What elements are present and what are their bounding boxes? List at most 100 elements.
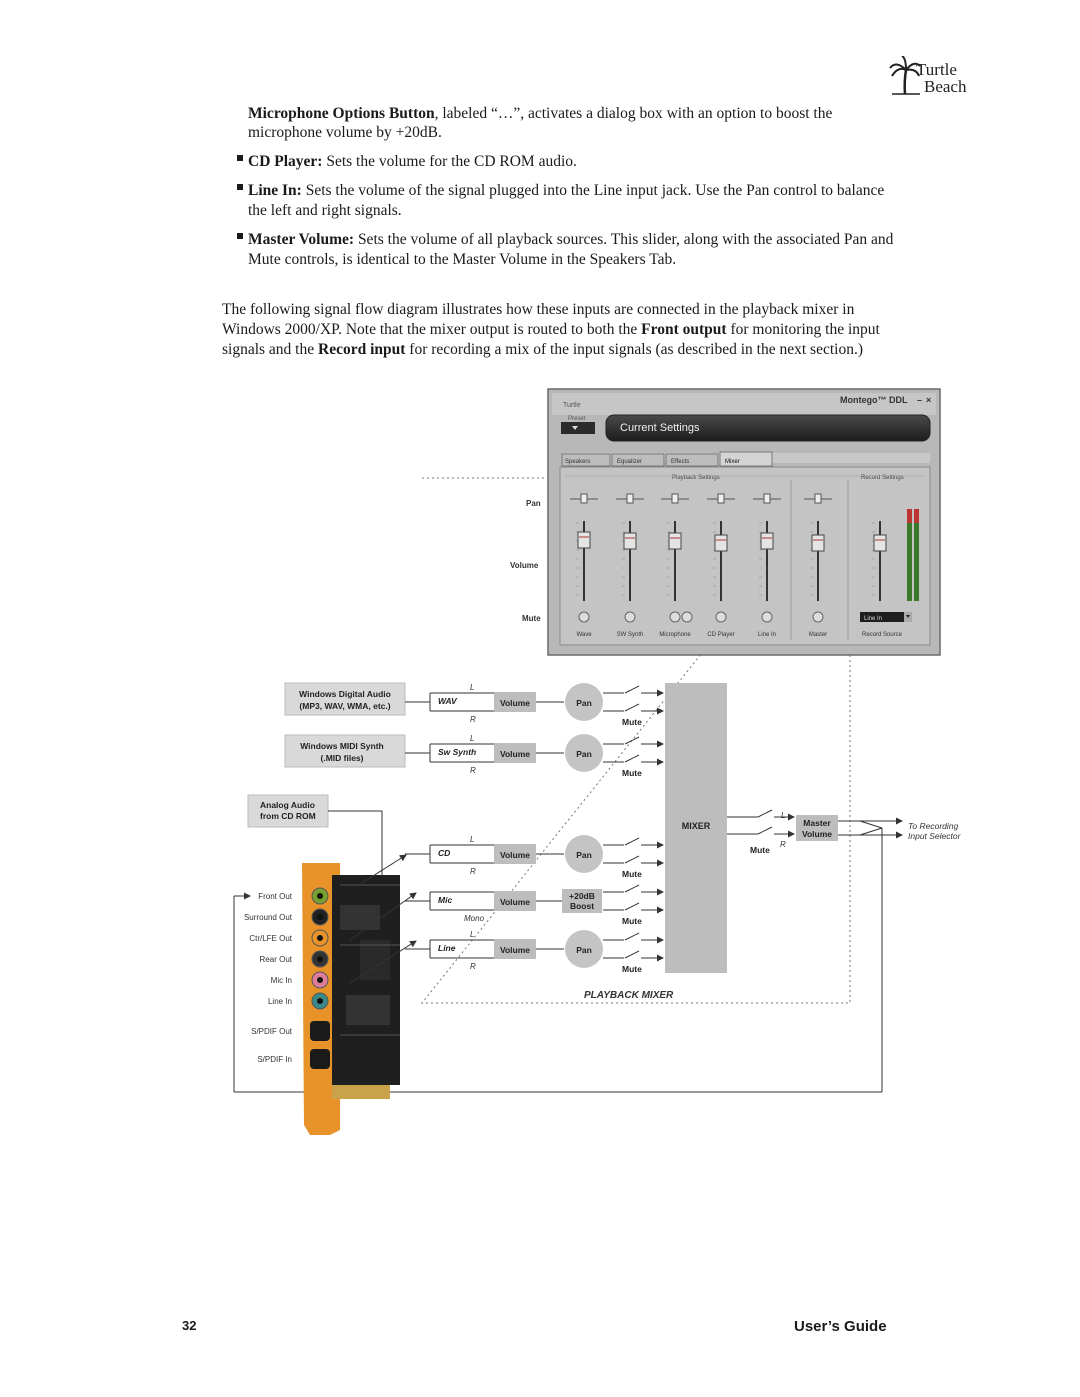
intro-text: for recording a mix of the input signals… xyxy=(405,341,863,358)
record-source-value: Line In xyxy=(864,616,882,622)
pan-slider[interactable] xyxy=(717,493,725,504)
jack-rear-out: Rear Out xyxy=(260,950,329,968)
svg-text:Speakers: Speakers xyxy=(565,459,590,465)
item-term: Microphone Options Button xyxy=(248,105,435,122)
row-label-pan: Pan xyxy=(526,499,541,508)
pan-block xyxy=(565,734,603,772)
item-mic-options: Microphone Options Button, labeled “…”, … xyxy=(248,104,832,124)
volume-block xyxy=(494,743,536,763)
item-term: Line In: xyxy=(248,182,302,199)
item-text: , labeled “…”, activates a dialog box wi… xyxy=(434,105,833,122)
tab-mixer[interactable]: Mixer xyxy=(719,451,773,467)
channel-strip-master: Master xyxy=(804,493,832,638)
tab-speakers[interactable]: Speakers xyxy=(561,453,611,467)
mute-button[interactable] xyxy=(812,611,824,623)
volume-block xyxy=(494,692,536,712)
volume-fader[interactable] xyxy=(668,532,682,550)
item-text: Sets the volume of all playback sources.… xyxy=(354,231,894,248)
channel-label: Wave xyxy=(576,632,592,638)
svg-text:Analog Audio: Analog Audio xyxy=(260,800,315,810)
cd-to-card-arrow xyxy=(361,854,407,884)
window-title: Montego™ DDL xyxy=(840,395,908,405)
jack-front-out: Front Out xyxy=(258,887,329,905)
svg-text:Volume: Volume xyxy=(500,897,530,907)
svg-text:R: R xyxy=(470,867,476,876)
channel-strip-line-in: Line In xyxy=(753,493,781,638)
lane-name: WAV xyxy=(438,696,458,706)
front-output-term: Front output xyxy=(641,321,727,338)
channel-label: Microphone xyxy=(659,632,691,638)
mute-button[interactable] xyxy=(624,611,636,623)
pan-block xyxy=(565,930,603,968)
current-settings-label: Current Settings xyxy=(620,422,700,434)
mute-button[interactable] xyxy=(761,611,773,623)
close-icon[interactable]: × xyxy=(926,395,931,405)
tab-equalizer[interactable]: Equalizer xyxy=(611,453,665,467)
svg-text:R: R xyxy=(470,766,476,775)
lane-name: Line xyxy=(438,943,456,953)
mixer-window: Turtle Montego™ DDL – × Preset Current S… xyxy=(510,388,941,656)
svg-text:L: L xyxy=(470,734,474,743)
intro-text: signals and the xyxy=(222,341,318,358)
jack-s-pdif-in: S/PDIF In xyxy=(257,1049,330,1069)
volume-fader[interactable] xyxy=(714,534,728,552)
window-logo-text: Turtle xyxy=(563,402,581,409)
level-meter-right xyxy=(914,509,919,601)
pan-block xyxy=(565,683,603,721)
svg-text:Windows MIDI Synth: Windows MIDI Synth xyxy=(300,741,384,751)
volume-fader[interactable] xyxy=(873,534,887,552)
pan-slider[interactable] xyxy=(763,493,771,504)
mute-button[interactable] xyxy=(669,611,681,623)
preset-dropdown[interactable] xyxy=(561,422,595,434)
source-cd-rom: Analog Audio from CD ROM xyxy=(247,794,329,828)
tab-effects[interactable]: Effects xyxy=(665,453,719,467)
jack-s-pdif-out: S/PDIF Out xyxy=(251,1021,330,1041)
svg-text:L: L xyxy=(470,930,474,939)
logo-word-turtle: Turtle xyxy=(916,60,957,79)
chevron-down-icon xyxy=(572,426,578,430)
to-recording-line2: Input Selector xyxy=(908,831,962,841)
svg-text:from CD ROM: from CD ROM xyxy=(260,811,316,821)
mute-label: Mute xyxy=(622,768,642,778)
minimize-icon[interactable]: – xyxy=(917,395,922,405)
channel-strip-wave: Wave xyxy=(570,493,598,638)
volume-fader[interactable] xyxy=(623,532,637,550)
logo-word-beach: Beach xyxy=(924,77,967,96)
footer-title: User’s Guide xyxy=(794,1318,887,1335)
channel-strip-record xyxy=(872,521,887,601)
playback-settings-label: Playback Settings xyxy=(672,475,720,481)
mixer-label: MIXER xyxy=(682,821,711,831)
master-l-label: L xyxy=(781,811,785,820)
pan-slider[interactable] xyxy=(814,493,822,504)
record-source-select[interactable] xyxy=(860,612,912,622)
volume-fader[interactable] xyxy=(760,532,774,550)
level-meter-right-peak xyxy=(914,509,919,523)
pan-slider[interactable] xyxy=(626,493,634,504)
pan-slider[interactable] xyxy=(580,493,588,504)
svg-text:Boost: Boost xyxy=(570,901,594,911)
jack-line-in: Line In xyxy=(268,992,329,1010)
svg-text:Rear Out: Rear Out xyxy=(260,955,293,964)
mute-button[interactable] xyxy=(715,611,727,623)
item-line-in-cont: the left and right signals. xyxy=(248,202,402,219)
pan-slider[interactable] xyxy=(671,493,679,504)
master-r-label: R xyxy=(780,840,786,849)
mic-boost-button[interactable] xyxy=(681,611,693,623)
intro-line-2: Windows 2000/XP. Note that the mixer out… xyxy=(222,320,880,340)
palm-tree-icon xyxy=(889,56,921,95)
master-section: L R Mute Master Volume To Recording Inpu… xyxy=(233,809,962,1093)
svg-text:Line In: Line In xyxy=(268,997,292,1006)
jack-mic-in: Mic In xyxy=(271,971,329,989)
mute-button[interactable] xyxy=(578,611,590,623)
volume-fader[interactable] xyxy=(577,531,591,549)
row-label-mute: Mute xyxy=(522,614,541,623)
record-source-label: Record Source xyxy=(862,632,903,638)
channel-label: Master xyxy=(809,632,827,638)
item-cd-player: CD Player: Sets the volume for the CD RO… xyxy=(248,152,577,172)
playback-mixer-label: PLAYBACK MIXER xyxy=(584,990,674,1001)
cd-rom-arrow xyxy=(328,810,386,884)
volume-fader[interactable] xyxy=(811,534,825,552)
item-text: Sets the volume for the CD ROM audio. xyxy=(322,153,577,170)
to-recording-line1: To Recording xyxy=(908,821,959,831)
